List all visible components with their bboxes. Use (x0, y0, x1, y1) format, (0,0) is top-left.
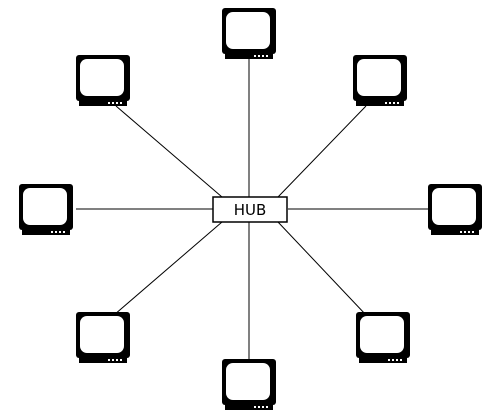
computer-monitor-icon (428, 184, 482, 235)
node-left (19, 184, 73, 235)
link-top-right (277, 105, 367, 198)
node-bottom-left (76, 312, 130, 363)
node-top (222, 8, 276, 59)
node-bottom-right (356, 312, 410, 363)
hub-box (212, 196, 288, 223)
link-bottom-right (277, 221, 367, 316)
link-bottom-left (113, 221, 223, 316)
computer-monitor-icon (356, 312, 410, 363)
computer-nodes (19, 8, 482, 410)
computer-monitor-icon (19, 184, 73, 235)
computer-monitor-icon (222, 8, 276, 59)
computer-monitor-icon (76, 312, 130, 363)
node-right (428, 184, 482, 235)
node-top-left (76, 55, 130, 106)
hub: HUB (212, 196, 288, 223)
node-top-right (353, 55, 407, 106)
connection-lines (76, 59, 430, 362)
node-bottom (222, 359, 276, 410)
link-top-left (115, 105, 223, 198)
hub-label: HUB (234, 201, 267, 219)
computer-monitor-icon (353, 55, 407, 106)
computer-monitor-icon (76, 55, 130, 106)
computer-monitor-icon (222, 359, 276, 410)
